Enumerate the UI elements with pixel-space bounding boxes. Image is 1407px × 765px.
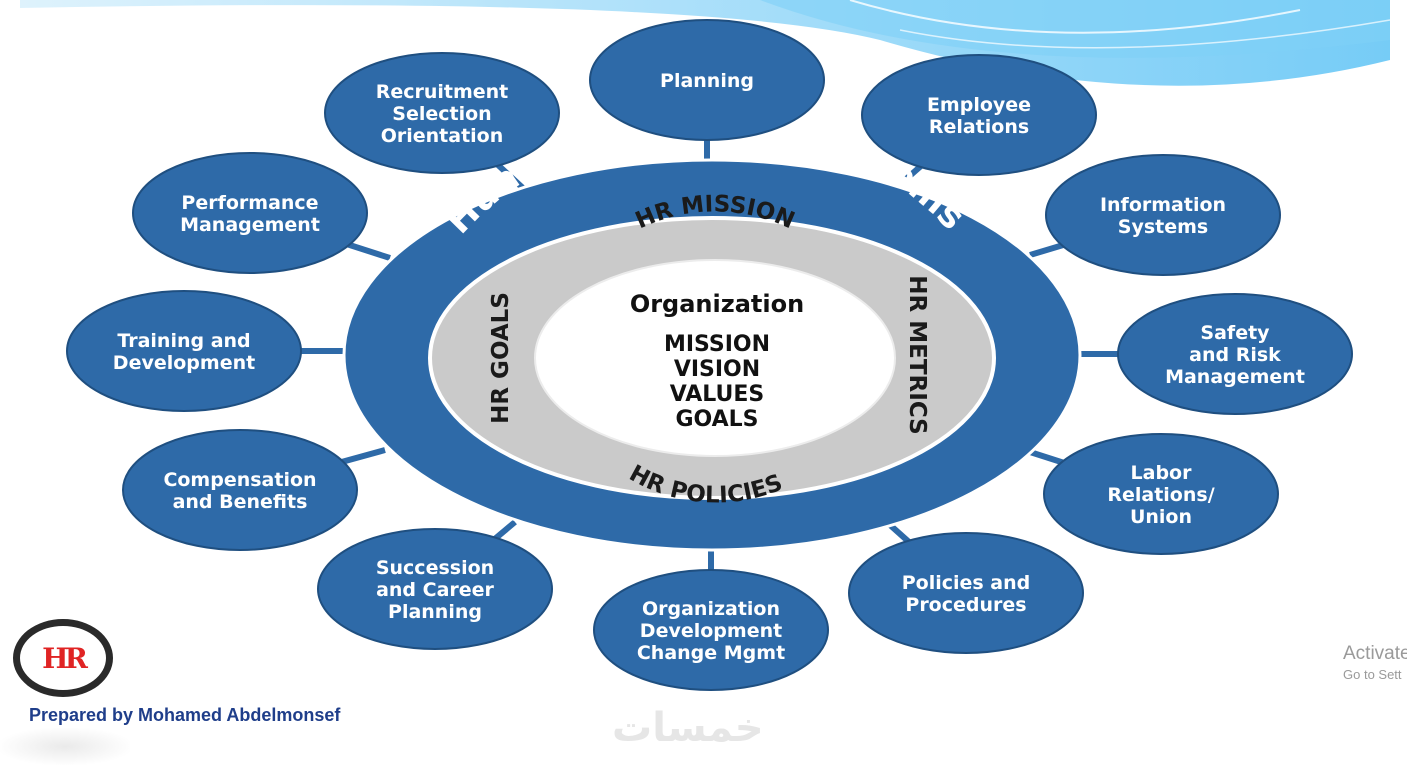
node-label-line: Information — [1100, 194, 1226, 216]
node-label-line: Selection — [392, 103, 491, 125]
node-label-line: Organization — [642, 598, 780, 620]
center-item: MISSION — [664, 332, 770, 357]
center-rings — [342, 158, 1082, 552]
node-label-line: Development — [113, 352, 255, 374]
node-ellipse — [324, 52, 560, 174]
node-ellipse — [317, 528, 553, 650]
node-label-line: Procedures — [905, 594, 1026, 616]
node-ellipse — [1043, 433, 1279, 555]
watermark: خمسات — [612, 705, 764, 751]
node-label-line: Policies and — [902, 572, 1031, 594]
node-ellipse — [1045, 154, 1281, 276]
node-label-line: Development — [640, 620, 782, 642]
node-label-line: Recruitment — [376, 81, 509, 103]
center-item: VISION — [674, 357, 760, 382]
ring-label-left: HR GOALS — [488, 292, 514, 424]
node-label-line: and Risk — [1189, 344, 1281, 366]
node-label-line: Management — [180, 214, 320, 236]
node-label-line: Compensation — [163, 469, 316, 491]
activate-windows-notice: Activate Go to Sett — [1343, 643, 1407, 682]
node-label-line: and Career — [376, 579, 494, 601]
activate-title: Activate — [1343, 643, 1407, 664]
ring-label-right: HR METRICS — [904, 275, 930, 434]
prepared-by: Prepared by Mohamed Abdelmonsef — [29, 705, 341, 725]
node-ellipse — [122, 429, 358, 551]
satellite-nodes: PlanningEmployeeRelationsInformationSyst… — [66, 19, 1353, 691]
node-label-line: Planning — [660, 70, 754, 92]
activate-sub: Go to Sett — [1343, 667, 1402, 682]
node-label-line: Labor — [1131, 462, 1193, 484]
center-item: VALUES — [670, 382, 765, 407]
node-label-line: and Benefits — [173, 491, 308, 513]
node-label-line: Union — [1130, 506, 1192, 528]
node-label-line: Relations — [929, 116, 1029, 138]
node-ellipse — [66, 290, 302, 412]
node-label-line: Systems — [1118, 216, 1208, 238]
center-items: MISSION VISION VALUES GOALS — [664, 332, 770, 432]
bottom-shadow — [0, 728, 130, 765]
node-label-line: Change Mgmt — [637, 642, 785, 664]
node-ellipse — [861, 54, 1097, 176]
node-label-line: Management — [1165, 366, 1305, 388]
hr-function-node: Planning — [589, 19, 825, 141]
node-label-line: Orientation — [381, 125, 504, 147]
center-item: GOALS — [675, 407, 758, 432]
node-label-line: Planning — [388, 601, 482, 623]
node-label-line: Training and — [117, 330, 250, 352]
node-ellipse — [848, 532, 1084, 654]
node-ellipse — [132, 152, 368, 274]
node-label-line: Relations/ — [1107, 484, 1214, 506]
node-ellipse — [589, 19, 825, 141]
background-swoosh — [20, 0, 1391, 86]
logo-mark: HR — [42, 641, 88, 675]
inner-circle — [534, 259, 896, 457]
node-label-line: Safety — [1200, 322, 1270, 344]
node-ellipse — [593, 569, 829, 691]
node-label-line: Succession — [376, 557, 494, 579]
node-ellipse — [1117, 293, 1353, 415]
node-label-line: Employee — [927, 94, 1031, 116]
hr-logo: HR — [13, 619, 113, 697]
center-title: Organization — [630, 290, 804, 318]
node-label-line: Performance — [181, 192, 318, 214]
